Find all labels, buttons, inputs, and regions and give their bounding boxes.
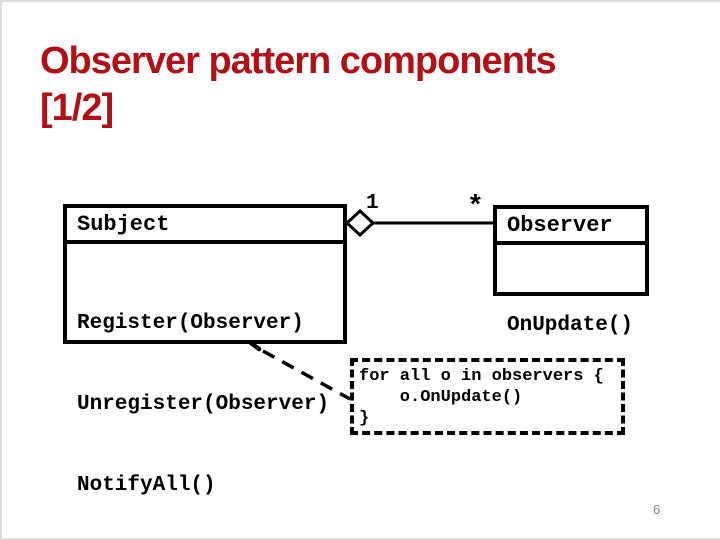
observer-method-onupdate: OnUpdate() [507, 314, 634, 337]
slide-title-line-1: Observer pattern components [40, 40, 557, 82]
page-number: 6 [653, 502, 661, 517]
multiplicity-observer-label: * [467, 192, 484, 223]
slide-edge-top [0, 0, 720, 2]
subject-method-register: Register(Observer) [77, 312, 304, 335]
slide-edge-left [0, 0, 2, 540]
note-code-line-3: } [359, 409, 370, 428]
class-box-observer: Observer OnUpdate() [493, 205, 649, 337]
note-code-line-2: o.OnUpdate() [359, 388, 523, 407]
note-code-line-1: for all o in observers { [359, 367, 604, 386]
slide-edge-bottom [0, 538, 720, 540]
slide-title-line-2: [1/2] [40, 87, 114, 129]
slide-title: Observer pattern components [1/2] [40, 38, 660, 132]
multiplicity-subject-label: 1 [366, 192, 379, 215]
class-box-subject: Subject Register(Observer) Unregister(Ob… [63, 204, 347, 497]
observer-class-methods: OnUpdate() [497, 245, 645, 393]
subject-method-notifyall: NotifyAll() [77, 474, 216, 497]
observer-class-name: Observer [497, 209, 645, 245]
subject-class-name: Subject [67, 208, 343, 244]
code-note-box: for all o in observers { o.OnUpdate() } [350, 358, 625, 435]
subject-class-methods: Register(Observer) Unregister(Observer) … [67, 244, 343, 540]
subject-method-unregister: Unregister(Observer) [77, 393, 330, 416]
